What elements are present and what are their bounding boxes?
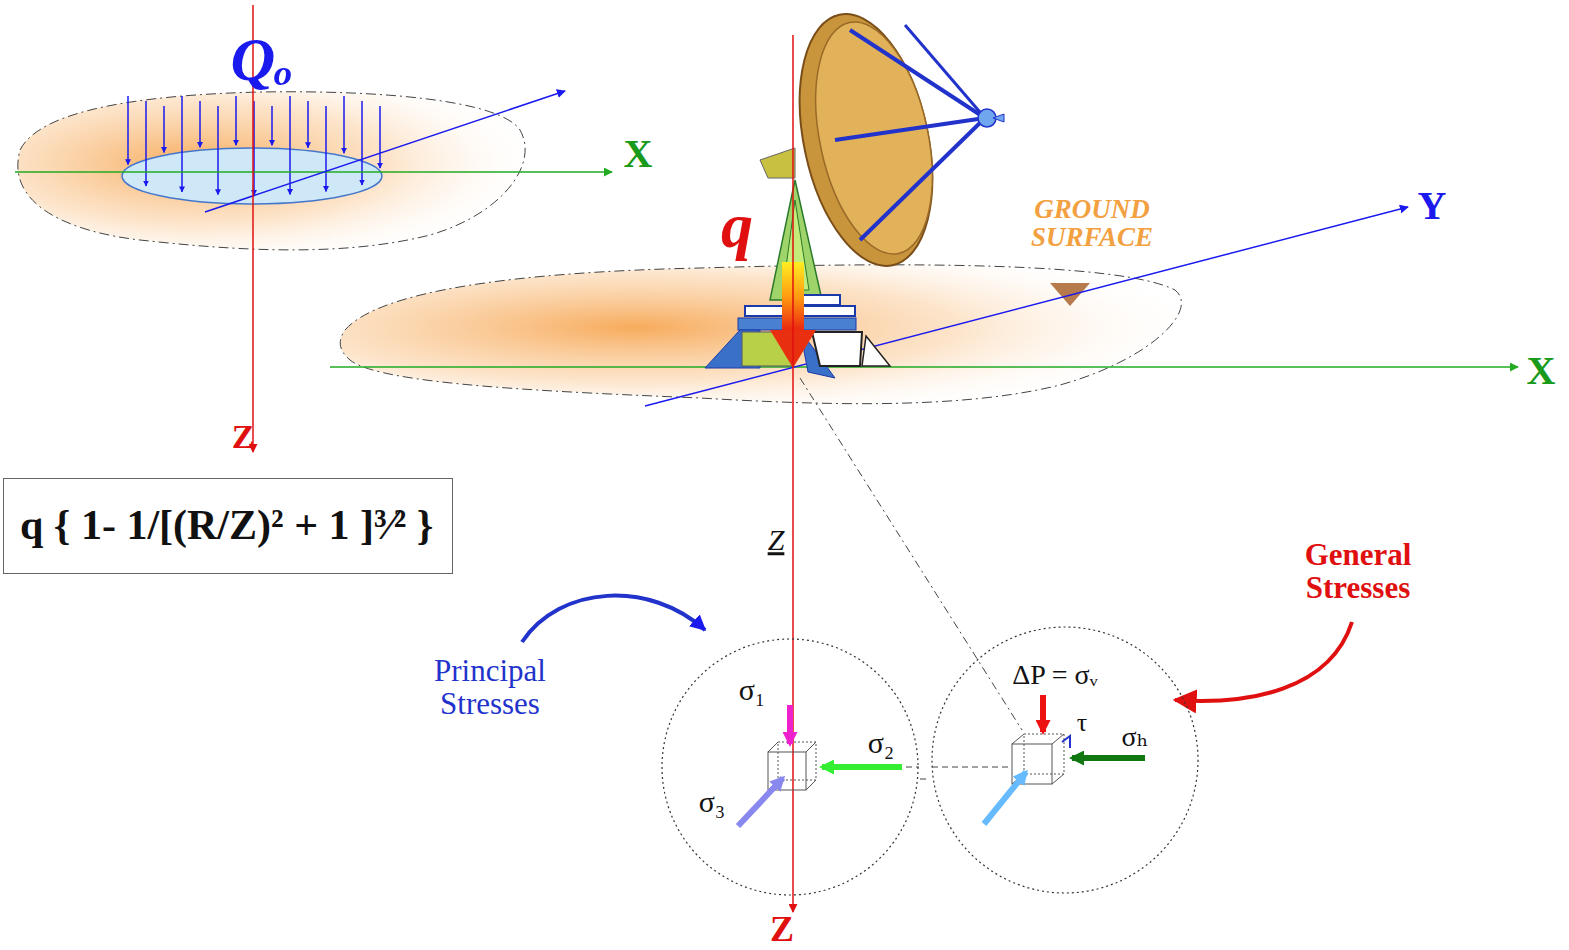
axis-label: X xyxy=(624,133,653,175)
ground-patch xyxy=(18,92,525,250)
load-arrow xyxy=(379,106,381,168)
ground-label: GROUND SURFACE xyxy=(1005,195,1180,252)
formula-text: q { 1- 1/[(R/Z)² + 1 ]³⁄² } xyxy=(20,501,433,549)
load-arrow xyxy=(181,96,183,192)
axis-label: X xyxy=(1527,350,1556,392)
load-arrow xyxy=(127,96,129,165)
principal-stress-arrow xyxy=(787,705,793,744)
stress-label: τ xyxy=(1077,709,1087,736)
load-arrow xyxy=(235,96,237,145)
callout-label: General Stresses xyxy=(1271,539,1446,604)
principal-stress-circle: σ₁ σ₂ σ₃ xyxy=(660,637,920,897)
load-symbol: q xyxy=(721,192,753,259)
axis-label: Z xyxy=(232,419,255,455)
load-arrows xyxy=(128,96,380,195)
shear-arrow xyxy=(1062,736,1070,748)
stress-label: σ₁ xyxy=(739,674,766,706)
callout-arrow xyxy=(522,596,705,642)
stress-label: σₕ xyxy=(1121,722,1148,751)
general-stress-circle: ΔP = σᵥ τ σₕ xyxy=(930,625,1200,895)
load-arrow xyxy=(217,106,219,195)
x-axis xyxy=(330,366,1518,368)
axis-label: Z xyxy=(770,911,794,949)
load-arrow xyxy=(163,106,165,152)
principal-stress-arrow xyxy=(738,778,783,826)
load-arrow xyxy=(325,106,327,191)
x-axis xyxy=(15,171,612,173)
callout-label: Principal Stresses xyxy=(400,655,580,720)
axis-label: Y xyxy=(1418,185,1447,227)
stress-arrow xyxy=(984,772,1026,824)
vertical-stress-arrow xyxy=(1040,695,1046,732)
stress-label: σ₃ xyxy=(699,786,726,818)
principal-stress-arrow xyxy=(822,764,902,770)
load-arrow xyxy=(145,101,147,186)
callout-arrow xyxy=(1175,622,1352,701)
load-arrow xyxy=(307,101,309,148)
dashed-link xyxy=(906,767,919,768)
depth-label: Z xyxy=(768,524,785,556)
stress-label: ΔP = σᵥ xyxy=(1012,660,1098,689)
horizontal-stress-arrow xyxy=(1072,755,1145,761)
dashed-connector xyxy=(920,779,930,780)
load-arrow xyxy=(289,96,291,194)
load-arrow xyxy=(199,101,201,147)
antenna xyxy=(705,2,1004,378)
load-arrow xyxy=(343,96,345,153)
y-axis xyxy=(645,207,1408,406)
y-axis xyxy=(205,91,565,212)
dashed-link xyxy=(932,767,1012,768)
leader-line xyxy=(800,378,1022,730)
load-arrow xyxy=(271,106,273,145)
ground-surface xyxy=(340,265,1181,404)
load-symbol: Qₒ xyxy=(231,27,294,92)
dotted-circle xyxy=(660,637,920,897)
stress-label: σ₂ xyxy=(868,727,895,759)
z-axis xyxy=(792,35,794,912)
formula-box: q { 1- 1/[(R/Z)² + 1 ]³⁄² } xyxy=(3,478,453,574)
